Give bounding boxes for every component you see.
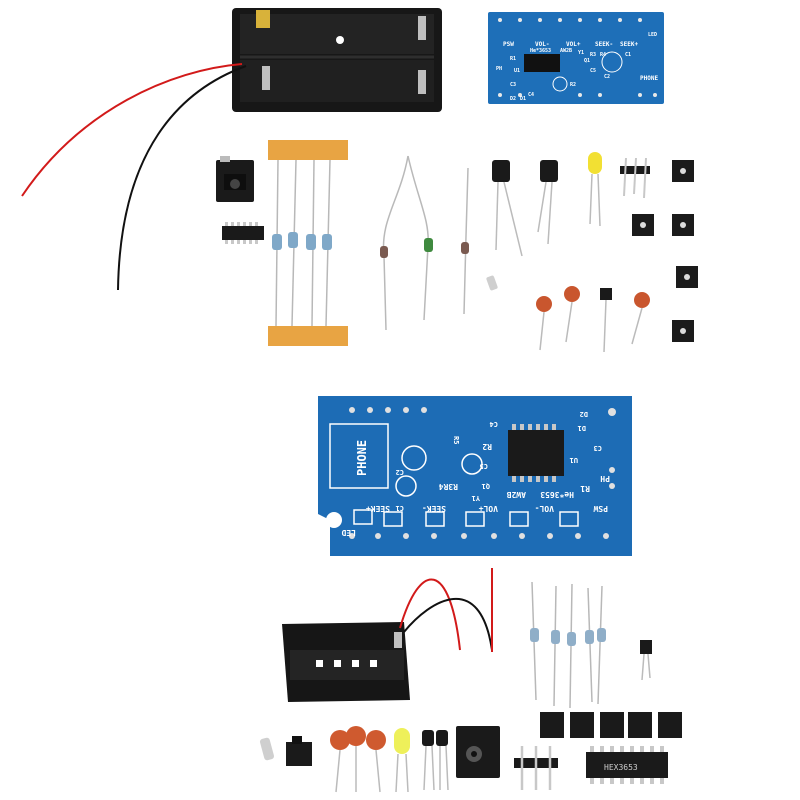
pcb-label-seek-minus: SEEK- xyxy=(422,504,446,513)
ic-chip-top xyxy=(222,222,264,244)
top-pcb-label-r4: R4 xyxy=(600,52,606,58)
top-pcb-label-aw2b: AW2B xyxy=(560,48,572,54)
yellow-led-top xyxy=(588,152,602,227)
top-pcb-label-c4: C4 xyxy=(528,92,534,98)
ic-chip-marking: HEX3653 xyxy=(604,763,638,772)
pcb-label-led: LED xyxy=(341,528,356,537)
pcb-label-q1: Q1 xyxy=(482,482,490,490)
electrolytic-caps-bottom xyxy=(422,730,449,791)
pin-header-top xyxy=(620,157,650,199)
pcb-label-c2: C2 xyxy=(396,468,404,476)
pcb-label-c3: C3 xyxy=(594,444,602,452)
electrolytic-caps-top xyxy=(492,160,558,257)
pcb-label-r3r4: R3R4 xyxy=(439,482,458,491)
pcb-label-vol-plus: VOL+ xyxy=(479,504,498,513)
pcb-label-d1: D1 xyxy=(578,424,586,432)
transistor-bottom xyxy=(640,640,652,681)
pcb-label-c1: C1 xyxy=(396,504,404,512)
audio-jack-bottom xyxy=(456,726,500,778)
pcb-label-aw2b: AW2B xyxy=(507,490,526,499)
pcb-label-phone: PHONE xyxy=(355,440,369,476)
audio-jack-top xyxy=(216,156,254,202)
pcb-label-vol-minus: VOL- xyxy=(535,504,554,513)
ceramic-caps-bottom xyxy=(330,726,386,793)
top-pcb-label-seek-plus: SEEK+ xyxy=(620,41,638,48)
top-pcb-label-psw: PSW xyxy=(503,41,514,48)
battery-holder-bottom xyxy=(282,568,493,702)
top-pcb-label-vol-plus: VOL+ xyxy=(566,41,581,48)
yellow-led-bottom xyxy=(394,728,410,793)
top-pcb-label-c5: C5 xyxy=(590,68,596,74)
top-pcb-label-led: LED xyxy=(648,32,657,38)
pcb-label-y1: Y1 xyxy=(472,494,480,502)
top-pcb-label-y1: Y1 xyxy=(578,50,584,56)
battery-wires-top xyxy=(21,63,247,291)
top-pcb-label-d2: D2 xyxy=(510,96,516,102)
top-pcb-label-c1: C1 xyxy=(625,52,631,58)
tactile-buttons-top xyxy=(632,160,698,342)
ic-chip-bottom: HEX3653 xyxy=(586,746,668,784)
main-pcb-board: PHONE LED SEEK+ SEEK- VOL+ VOL- PSW He*3… xyxy=(318,396,632,556)
crystal-bottom xyxy=(259,737,275,761)
battery-holder-top xyxy=(232,8,442,112)
top-pcb-label-r3: R3 xyxy=(590,52,596,58)
pcb-label-r2: R2 xyxy=(482,442,492,451)
pcb-label-c5: C5 xyxy=(480,462,488,470)
top-pcb-label-chip: He*3653 xyxy=(530,48,551,54)
top-pcb-label-d1: D1 xyxy=(520,96,526,102)
power-switch-bottom xyxy=(286,736,312,766)
pcb-label-u1: U1 xyxy=(570,456,578,464)
top-pcb-label-r1: R1 xyxy=(510,56,516,62)
top-pcb-label-ph: PH xyxy=(496,66,502,72)
diode-set-top xyxy=(380,155,469,331)
pcb-label-d2: D2 xyxy=(580,410,588,418)
top-pcb-label-c3: C3 xyxy=(510,82,516,88)
top-pcb-label-r2: R2 xyxy=(570,82,576,88)
top-pcb-label-seek-minus: SEEK- xyxy=(595,41,613,48)
pcb-label-ph: PH xyxy=(600,474,610,483)
top-pcb-label-phone: PHONE xyxy=(640,75,658,82)
tactile-buttons-bottom xyxy=(540,712,682,738)
top-pcb-label-vol-minus: VOL- xyxy=(535,41,549,48)
top-pcb-label-u1: U1 xyxy=(514,68,520,74)
pcb-label-r1: R1 xyxy=(580,484,590,493)
top-pcb-label-c2: C2 xyxy=(604,74,610,80)
resistor-set-bottom xyxy=(530,581,606,709)
pcb-label-chip: He*3653 xyxy=(540,490,574,499)
pin-header-bottom xyxy=(514,746,558,790)
top-pcb-label-q1: Q1 xyxy=(584,58,590,64)
resistor-tape-strip xyxy=(268,140,348,346)
pcb-label-c4: C4 xyxy=(490,420,498,428)
pcb-label-seek-plus: SEEK+ xyxy=(366,504,390,513)
pcb-label-r5: R5 xyxy=(452,436,460,444)
top-pcb-board: PSW VOL- VOL+ SEEK+ SEEK- LED PHONE U1 R… xyxy=(488,12,664,104)
pcb-label-psw: PSW xyxy=(593,504,608,513)
crystal-and-ceramic-caps-top xyxy=(486,275,650,353)
